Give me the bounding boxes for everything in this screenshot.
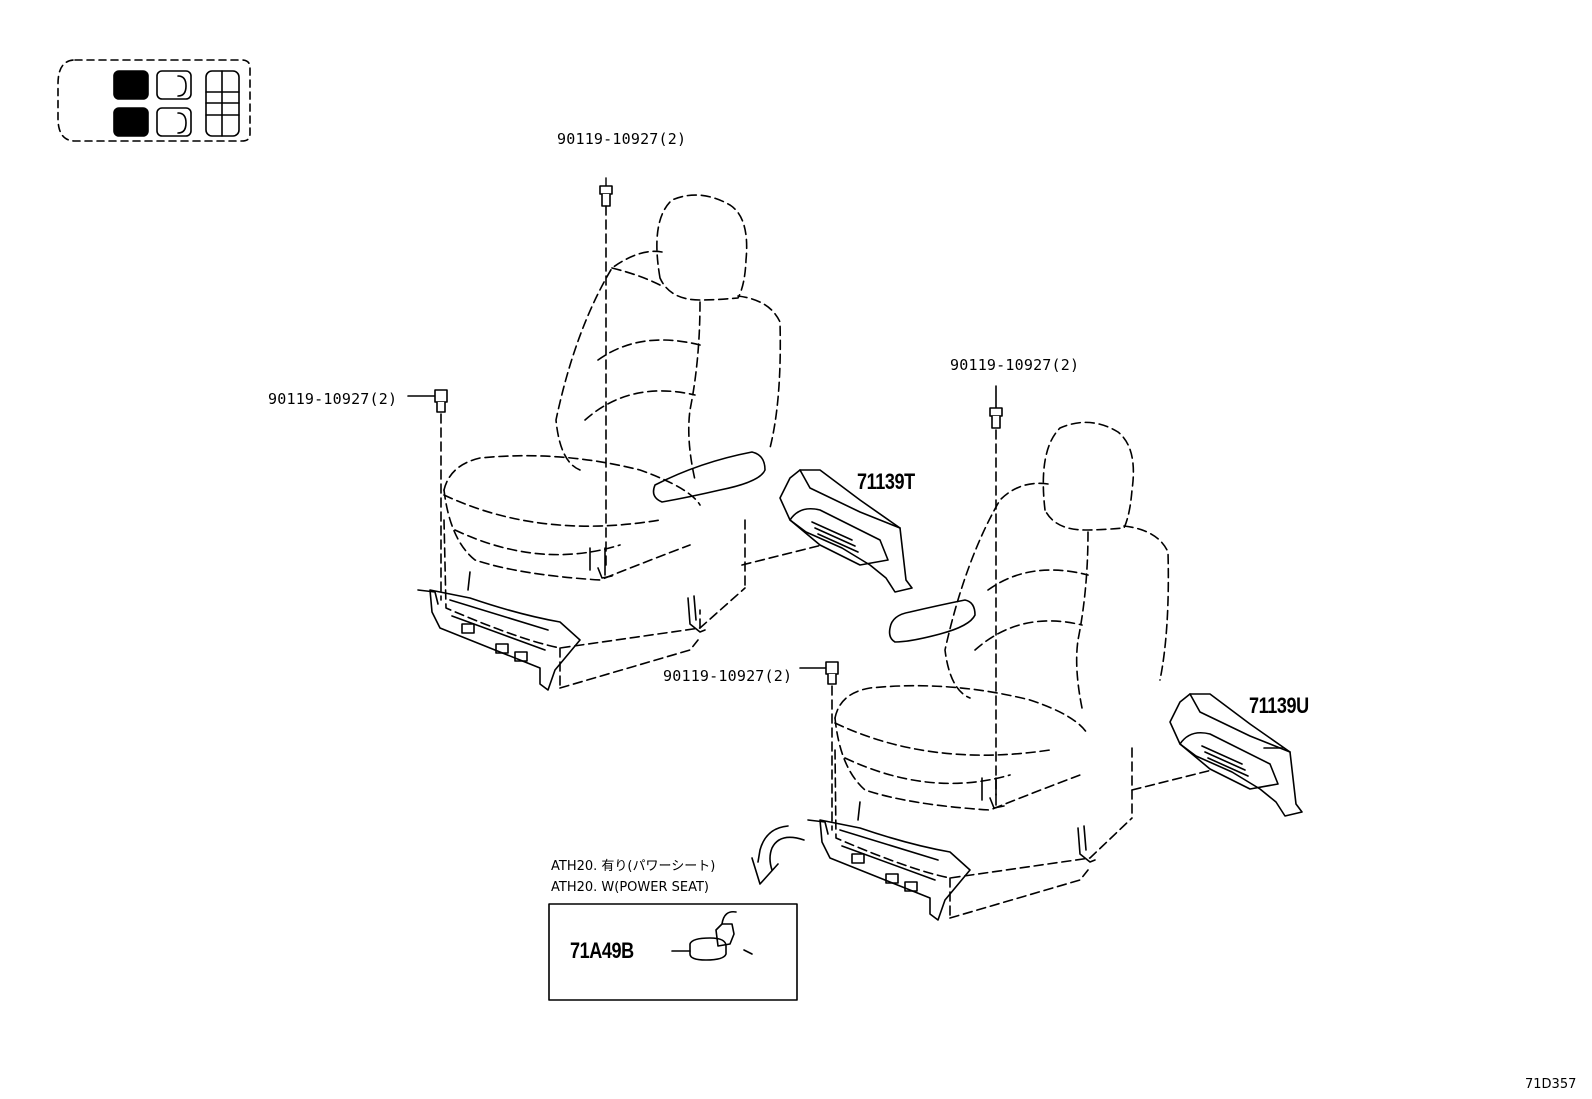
part-label-71139U: 71139U [1249,693,1309,718]
seat-cover-71139T-shape [741,469,913,593]
drawing-reference: 71D357 [1525,1077,1577,1092]
part-label-71139T: 71139T [857,469,915,494]
front-left-seat-highlight-icon [113,70,149,100]
bolt-label-lower-mid: 90119-10927(2) [663,667,793,685]
inset-arrow-icon [751,825,805,885]
second-left-seat-highlight-icon [113,107,149,137]
seat-left-rails [417,547,706,691]
part-label-71A49B: 71A49B [570,938,634,963]
bolt-leaders-left [407,177,613,601]
seat-right-rails [807,777,1096,921]
power-seat-inset-box [548,903,798,1001]
seat-right-outline [834,421,1170,919]
seat-right-armrest [888,599,976,643]
bolt-leaders-right [799,385,1003,831]
inset-note-japanese: ATH20. 有り(パワーシート) [551,859,716,874]
inset-note-english: ATH20. W(POWER SEAT) [551,880,709,895]
bolt-label-left: 90119-10927(2) [268,390,398,408]
vehicle-locator-icon [57,59,251,142]
bolt-label-upper-left: 90119-10927(2) [557,130,687,148]
seat-cover-71139U-shape [1131,693,1303,817]
seat-left-outline [443,194,782,689]
bolt-label-upper-right: 90119-10927(2) [950,356,1080,374]
